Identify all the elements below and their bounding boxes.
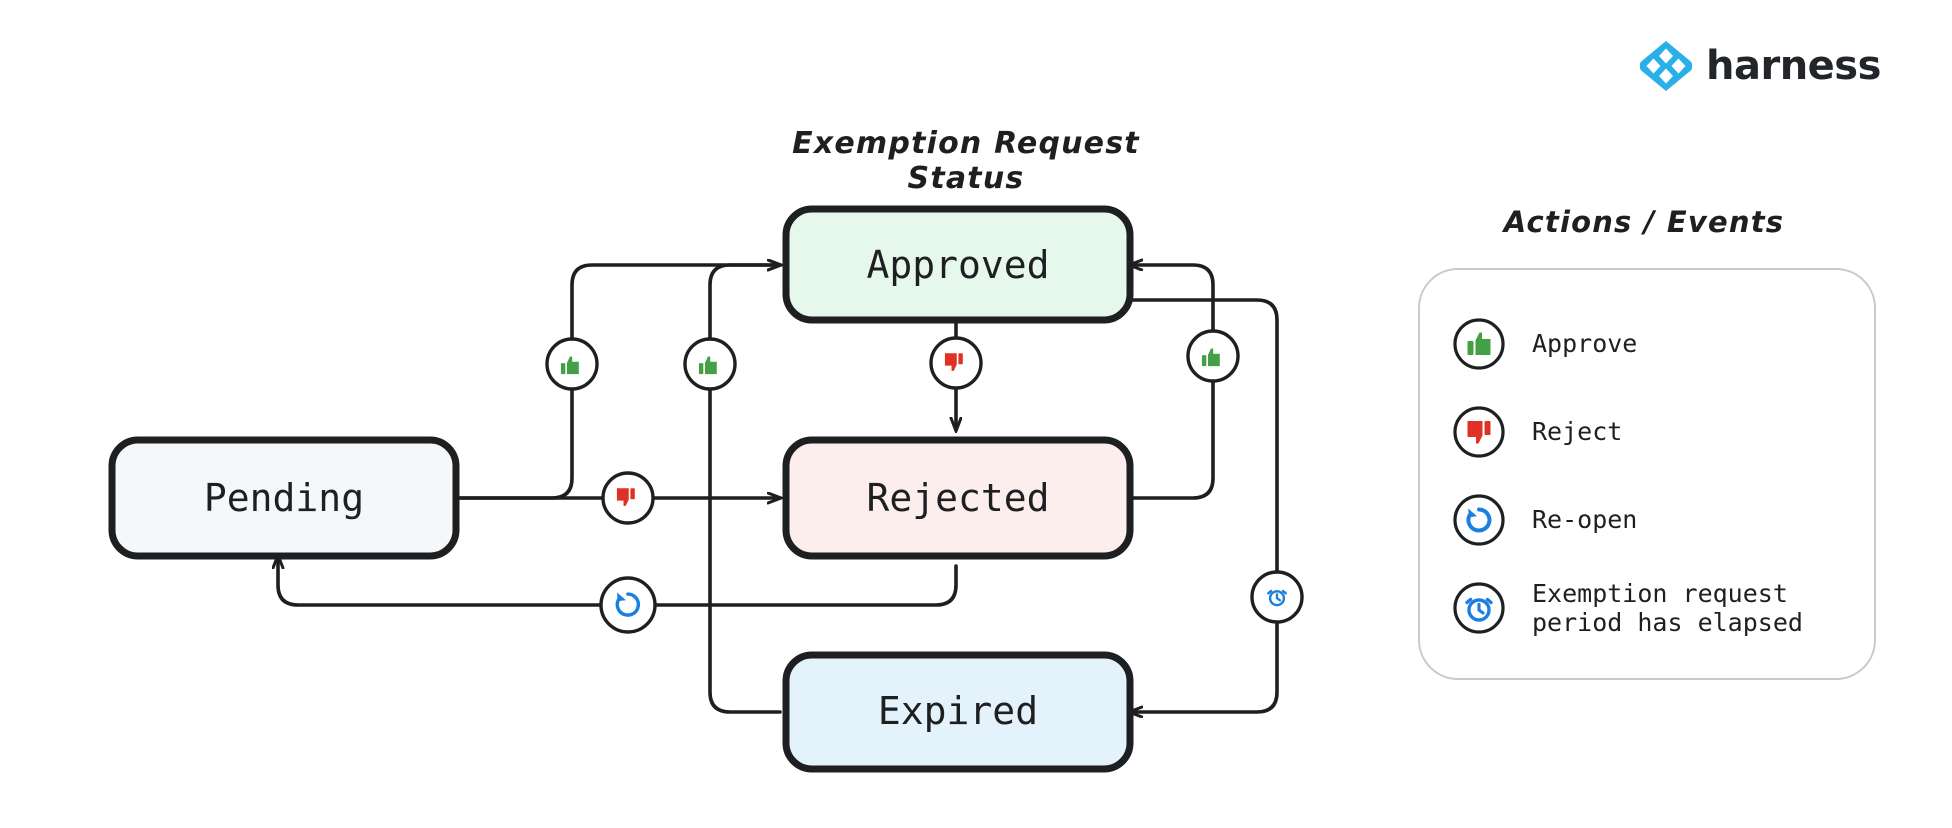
- edge-badge-reject-approved[interactable]: [929, 336, 983, 390]
- state-label-pending: Pending: [204, 476, 364, 520]
- thumbs-up-icon: [1452, 317, 1506, 371]
- legend-label-elapsed: Exemption request period has elapsed: [1532, 578, 1803, 638]
- legend-label-approve: Approve: [1532, 329, 1638, 359]
- edge-badge-elapsed[interactable]: [1250, 570, 1304, 624]
- edge-badge-approve-pending[interactable]: [545, 337, 599, 391]
- legend-list: Approve Reject: [1452, 300, 1872, 652]
- harness-wordmark: harness: [1706, 43, 1881, 89]
- alarm-clock-icon: [1452, 581, 1506, 635]
- harness-diamond-logo: [1639, 40, 1693, 92]
- diagram-title: Exemption Request Status: [792, 126, 1140, 196]
- state-label-expired: Expired: [878, 689, 1038, 733]
- legend-item-approve: Approve: [1452, 300, 1872, 388]
- legend-item-elapsed: Exemption request period has elapsed: [1452, 564, 1872, 652]
- legend-label-reject: Reject: [1532, 417, 1623, 447]
- legend-title: Actions / Events: [1503, 205, 1785, 239]
- edge-expired-to-approved: [708, 265, 780, 714]
- edge-approved-to-expired: [1130, 298, 1279, 712]
- harness-brand: harness: [1639, 40, 1881, 92]
- edge-pending-to-approved: [454, 265, 780, 500]
- legend-label-reopen: Re-open: [1532, 505, 1638, 535]
- state-node-pending[interactable]: Pending: [108, 436, 460, 560]
- edge-badge-reopen[interactable]: [599, 576, 657, 634]
- reopen-icon: [1452, 493, 1506, 547]
- state-node-rejected[interactable]: Rejected: [782, 436, 1134, 560]
- edge-badge-approve-rejected[interactable]: [1186, 329, 1240, 383]
- legend-item-reject: Reject: [1452, 388, 1872, 476]
- edge-badge-reject-pending[interactable]: [601, 471, 655, 525]
- legend-item-reopen: Re-open: [1452, 476, 1872, 564]
- state-node-expired[interactable]: Expired: [782, 651, 1134, 773]
- edge-badge-approve-expired[interactable]: [683, 337, 737, 391]
- thumbs-down-icon: [1452, 405, 1506, 459]
- state-label-rejected: Rejected: [866, 476, 1049, 520]
- state-node-approved[interactable]: Approved: [782, 205, 1134, 324]
- state-label-approved: Approved: [866, 243, 1049, 287]
